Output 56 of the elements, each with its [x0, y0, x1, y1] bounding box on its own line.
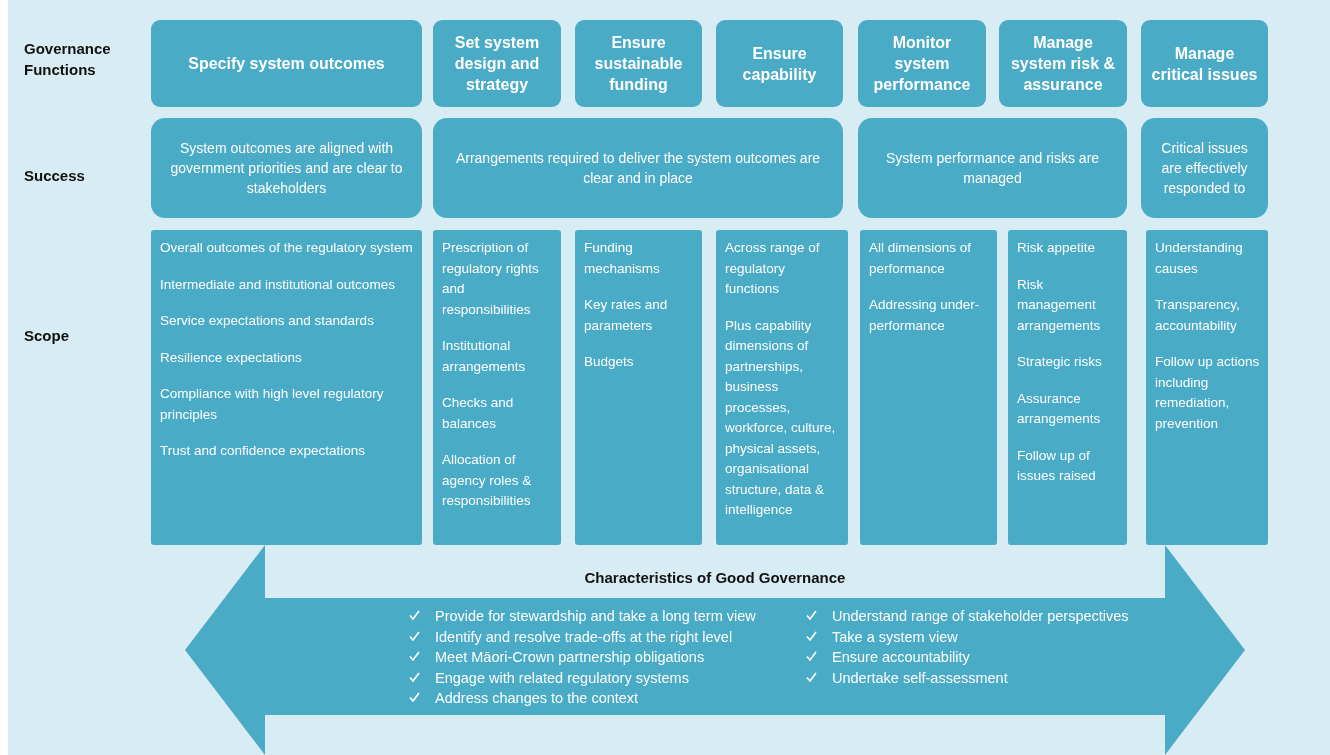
scope-box	[1008, 230, 1127, 545]
scope-item: Plus capability dimensions of partnerships, business processes, workforce, culture, physical assets, organisational structure, data & intelligence	[725, 316, 837, 519]
scope-box	[433, 230, 561, 545]
scope-item: Risk appetite	[1017, 239, 1097, 257]
success-box: System outcomes are aligned with government priorities and are clear to stakeholders	[151, 118, 422, 218]
function-box: Set system design and strategy	[433, 20, 561, 107]
scope-item: Allocation of agency roles & responsibilities	[442, 451, 533, 510]
scope-item: Resilience expectations	[160, 348, 303, 367]
section-heading: Characteristics of Good Governance	[583, 569, 847, 586]
function-box: Ensure capability	[716, 20, 843, 107]
scope-item: Service expectations and standards	[160, 312, 375, 330]
scope-item: Follow up actions including remediation, prevention	[1155, 353, 1261, 433]
scope-item: Overall outcomes of the regulatory system	[160, 239, 414, 257]
characteristic-item: Ensure accountability	[832, 648, 970, 667]
scope-item: Key rates and parameters	[584, 296, 669, 335]
function-box: Manage system risk & assurance	[999, 20, 1127, 107]
function-box: Ensure sustainable funding	[575, 20, 702, 107]
row-label: Scope	[24, 326, 70, 346]
success-box: Critical issues are effectively responded to	[1141, 118, 1268, 218]
scope-item: Prescription of regulatory rights and responsibilities	[442, 239, 540, 319]
characteristic-item: Provide for stewardship and take a long term view	[435, 607, 756, 626]
scope-item: Trust and confidence expectations	[160, 442, 367, 460]
row-label: Success	[24, 166, 86, 186]
scope-item: Follow up of issues raised	[1017, 446, 1097, 485]
scope-item: Understanding causes	[1155, 239, 1244, 278]
scope-box	[716, 230, 848, 545]
scope-box	[860, 230, 997, 545]
scope-box	[575, 230, 702, 545]
function-box: Manage critical issues	[1141, 20, 1268, 107]
success-box: Arrangements required to deliver the system outcomes are clear and in place	[433, 118, 843, 218]
function-box: Monitor system performance	[858, 20, 986, 107]
scope-item: Risk management arrangements	[1017, 275, 1102, 335]
scope-item: Intermediate and institutional outcomes	[160, 275, 396, 294]
function-box: Specify system outcomes	[151, 20, 422, 107]
scope-item: Addressing under-performance	[869, 296, 981, 335]
scope-item: Assurance arrangements	[1017, 389, 1102, 428]
characteristic-item: Engage with related regulatory systems	[435, 668, 689, 688]
scope-item: Strategic risks	[1017, 353, 1103, 371]
scope-item: Funding mechanisms	[584, 239, 661, 278]
scope-item: Budgets	[584, 353, 635, 371]
characteristic-item: Identify and resolve trade-offs at the right level	[435, 627, 733, 647]
scope-box	[151, 230, 422, 545]
scope-item: Institutional arrangements	[442, 337, 527, 376]
scope-box	[1146, 230, 1268, 545]
scope-item: All dimensions of performance	[869, 239, 973, 278]
characteristic-item: Undertake self-assessment	[832, 668, 1008, 688]
characteristic-item: Take a system view	[832, 627, 958, 647]
characteristic-item: Meet Māori-Crown partnership obligations	[435, 648, 705, 667]
success-box: System performance and risks are managed	[858, 118, 1127, 218]
scope-item: Checks and balances	[442, 394, 515, 433]
scope-item: Compliance with high level regulatory principles	[160, 385, 385, 424]
characteristic-item: Address changes to the context	[435, 689, 639, 708]
characteristic-item: Understand range of stakeholder perspectives	[832, 607, 1129, 626]
scope-item: Across range of regulatory functions	[725, 239, 821, 298]
row-label: Governance Functions	[24, 39, 112, 80]
scope-item: Transparency, accountability	[1155, 296, 1241, 335]
